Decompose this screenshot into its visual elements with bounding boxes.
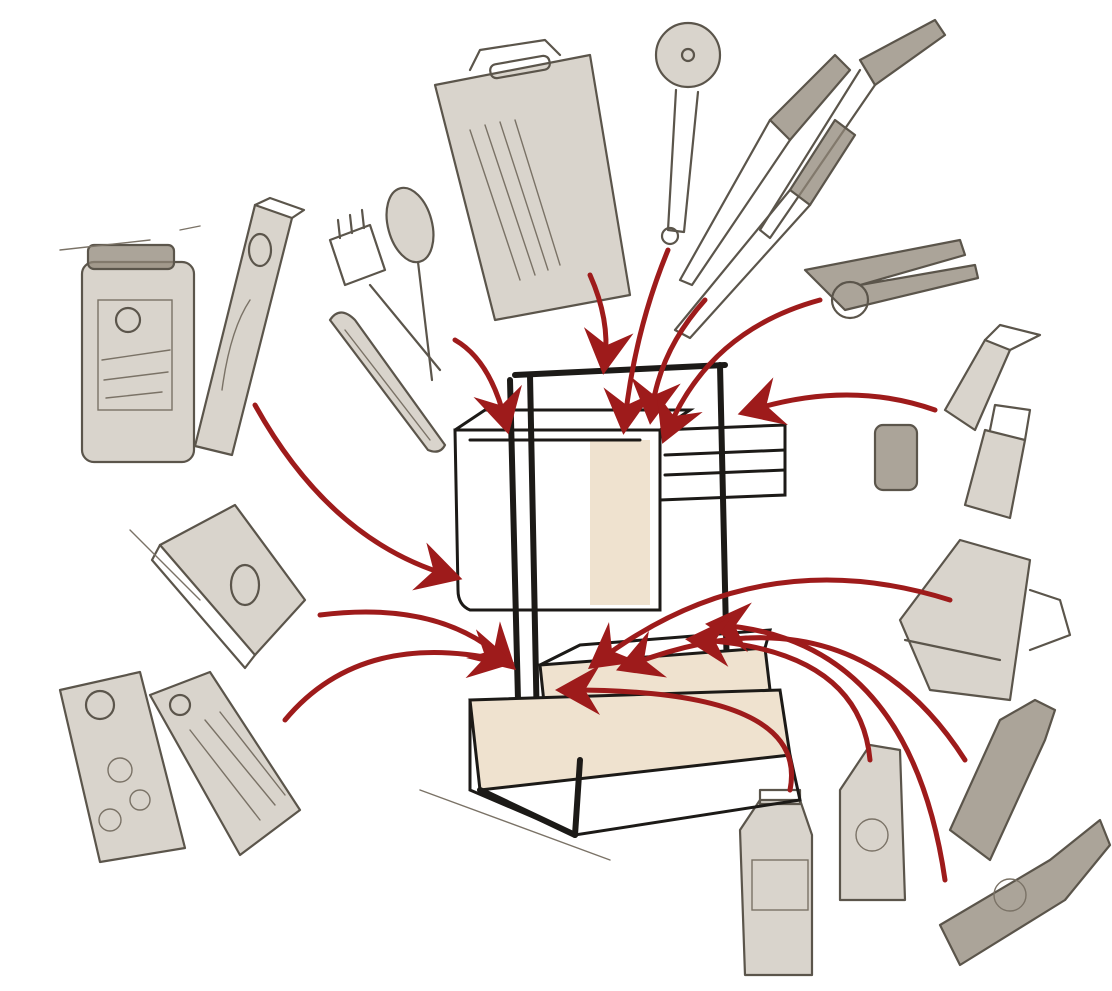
- cereal-box-icon: [130, 505, 305, 668]
- arrow-utensils: [455, 340, 505, 420]
- utensils-icon: [330, 183, 441, 380]
- pizza-cutter-icon: [656, 23, 720, 244]
- cutting-board-icon: [435, 40, 630, 320]
- tongs-icon: [330, 313, 445, 452]
- arrow-pizza-cutter: [625, 250, 668, 420]
- bottles-icon: [740, 700, 1110, 975]
- garlic-press-icon: [805, 240, 978, 318]
- arrow-knives: [652, 300, 705, 410]
- arrow-spices: [752, 395, 935, 410]
- moka-pot-icon: [900, 540, 1070, 700]
- pasta-box-icon: [195, 198, 304, 455]
- jar-icon: [60, 226, 200, 462]
- pull-out-organizer-icon: [420, 365, 800, 860]
- spice-bottles-icon: [875, 325, 1040, 518]
- food-packages-icon: [60, 672, 300, 862]
- arrow-packages: [285, 653, 500, 721]
